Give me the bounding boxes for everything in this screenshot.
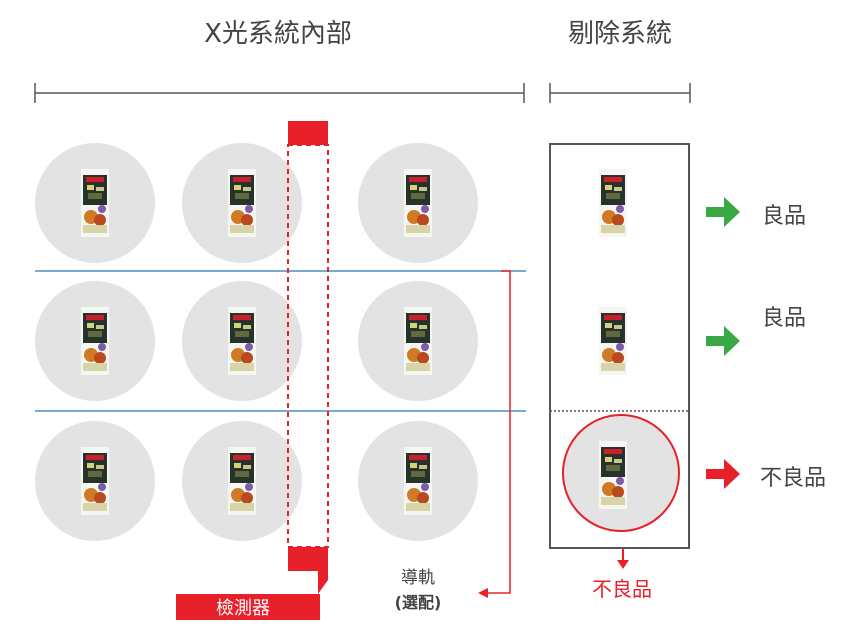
product-item [182,143,302,263]
xray-section-bracket [34,83,525,103]
reject-section-bracket [549,83,691,103]
product-item [358,421,478,541]
good-label-2: 良品 [762,306,806,331]
good-arrow-1-icon [706,197,740,227]
detector-beam [287,121,329,594]
defective-label: 不良品 [760,466,826,491]
detector-label-box: 檢測器 [176,594,320,620]
reject-down-arrow [617,548,629,569]
product-item [182,281,302,401]
xray-section-title: X光系統內部 [204,19,352,49]
product-item [182,421,302,541]
detector-label: 檢測器 [216,598,270,619]
defective-bottom-label: 不良品 [592,577,652,601]
guide-rail-optional-label: (選配) [395,593,442,612]
defective-product [562,414,680,532]
product-item [358,143,478,263]
defective-arrow-icon [706,459,740,489]
product-item [35,421,155,541]
reject-system-box [549,143,690,549]
product-item [35,143,155,263]
reject-section-title: 剔除系統 [568,19,672,49]
guide-rail-label: 導軌 [401,568,435,588]
good-product-1 [599,169,627,237]
good-arrow-2-icon [706,326,740,356]
product-item [35,281,155,401]
product-item [358,281,478,401]
good-label-1: 良品 [762,204,806,229]
product-grid [35,143,478,541]
good-product-2 [599,307,627,375]
guide-rail-arrow [478,270,511,598]
